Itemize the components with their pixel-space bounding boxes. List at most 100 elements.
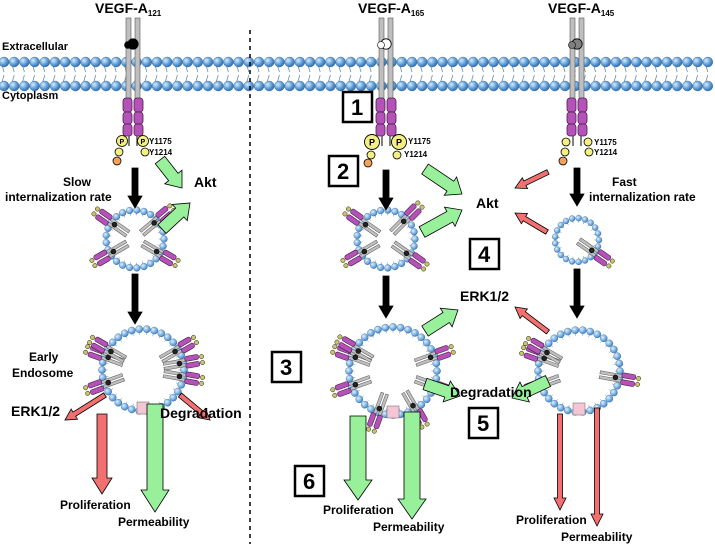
lipid-head [417,56,428,68]
lipid-head [568,215,576,222]
lipid-head [581,257,589,264]
lipid-head [595,236,603,244]
kinase-domain [386,123,397,137]
vegf-ligand [110,248,117,255]
kinase-domain [122,123,133,137]
vegf-ligand [377,41,385,49]
lipid-tail [52,74,56,83]
arrow-to-degradation-right [511,375,552,403]
lipid-head [600,56,611,68]
endosome [330,323,456,434]
lipid-head [353,239,361,247]
lipid-head [172,80,183,92]
kinase-domain [159,255,174,267]
endosome [519,326,642,416]
lipid-head [253,80,265,92]
lipid-head [146,210,155,219]
lipid-head [396,80,407,92]
lipid-head [600,80,611,92]
lipid-head [108,393,117,402]
lipid-head [125,263,134,272]
kinase-domain [95,214,109,226]
lipid-tail [73,74,76,83]
lipid-head [550,334,559,343]
lipid-head [417,333,426,342]
arrow-to-akt-middle-1 [421,163,463,196]
lipid-head [98,366,106,374]
lipid-tail [470,74,474,83]
phospho-sites-left: P P Y1175 Y1214 [112,135,173,166]
lipid-tail [277,74,280,83]
phospho-bubble [332,344,338,350]
lipid-tail [644,74,647,83]
label-proliferation-right: Proliferation [516,513,587,527]
vegf-ligand [427,354,434,361]
internalized-receptor [366,391,389,434]
vegf-ligand [151,220,157,226]
arrow-to-erk-right [514,306,551,335]
lipid-head [544,394,553,403]
step-number: 1 [351,95,363,120]
lipid-tail [634,74,637,83]
lipid-tail [307,74,311,83]
lipid-head [410,242,418,250]
lipid-head [417,80,428,92]
phospho-bubble [526,336,531,341]
kinase-domain [409,208,422,221]
kinase-domain [566,97,577,113]
lipid-head [177,381,186,389]
lipid-head [294,56,305,68]
lipid-head [325,80,336,92]
label-extracellular: Extracellular [2,41,69,53]
internalized-receptor [140,239,181,268]
phospho-bubble-large [364,134,380,150]
receptor-stem [134,17,141,101]
lipid-head [410,228,418,236]
label-akt-center: Akt [476,195,499,211]
kinase-domain [566,123,577,137]
kinase-domain [434,345,449,355]
phospho-bubble [450,349,456,355]
phospho-bubble [332,392,338,398]
phospho-bubble [342,211,348,217]
lipid-head [345,56,356,68]
title-vegf-165: VEGF-A165 [358,0,425,18]
phospho-letter: P [120,139,125,146]
vegf-ligand [111,221,118,228]
lipid-tail [511,74,515,83]
lipid-head [571,326,579,334]
lipid-head [457,56,469,68]
lipid-head [133,264,141,272]
lipid-head [594,243,602,250]
lipid-head [468,56,479,68]
arrow-to-akt-left-1 [154,155,183,189]
kinase-domain [375,111,386,125]
lipid-tail [236,74,239,83]
lipid-head [682,80,693,92]
phospho-bubble [330,387,336,393]
lipid-head [108,338,117,347]
arrow-to-degradation-middle [422,377,461,403]
label-endosome: Endosome [12,366,74,380]
kinase-domain [344,249,359,261]
lipid-head [651,80,662,92]
label-permeability-right: Permeability [561,530,633,544]
label-y1175: Y1175 [594,138,617,147]
lipid-head [437,80,448,92]
lipid-head [488,56,499,68]
lipid-head [315,56,326,68]
lipid-head [552,233,559,240]
kinase-domain [436,351,452,361]
lipid-tail [62,74,66,83]
lipid-head [404,325,412,334]
label-permeability-middle: Permeability [373,520,445,534]
lipid-tail [175,74,178,83]
vegf-ligand [403,250,410,257]
lipid-head [264,56,275,68]
label-y1214: Y1214 [594,148,618,157]
lipid-tail [613,74,617,83]
lipid-head [559,80,571,92]
lipid-head [59,80,71,92]
kinase-domain [90,385,105,395]
